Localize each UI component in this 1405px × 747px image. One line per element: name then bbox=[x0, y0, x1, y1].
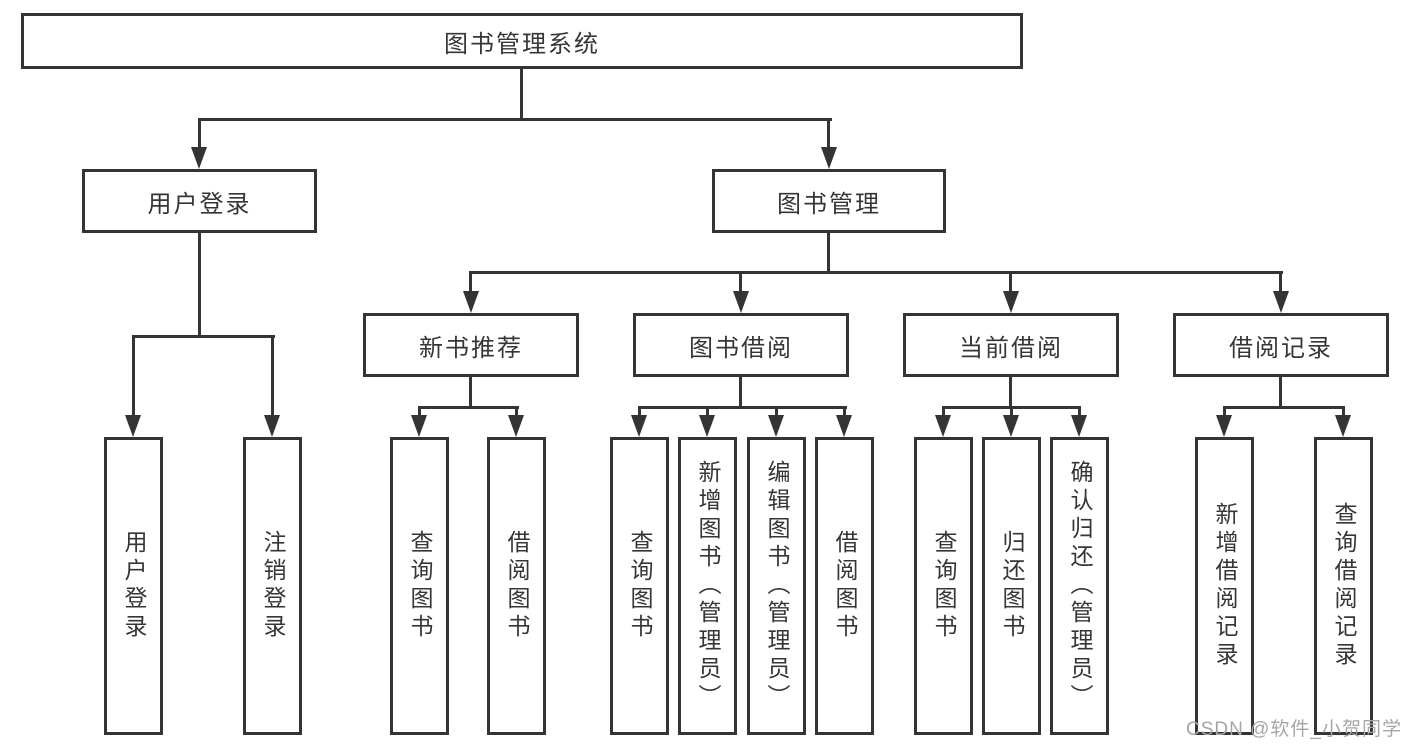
arrowhead-down bbox=[1273, 291, 1289, 313]
connector-line bbox=[739, 377, 742, 409]
arrowhead-down bbox=[264, 415, 280, 437]
connector-line bbox=[1078, 406, 1081, 418]
connector-line bbox=[515, 406, 518, 418]
connector-line bbox=[1223, 406, 1345, 409]
arrowhead-down bbox=[631, 415, 647, 437]
arrowhead-down bbox=[836, 415, 852, 437]
arrowhead-down bbox=[1003, 415, 1019, 437]
connector-line bbox=[1010, 406, 1013, 418]
arrowhead-down bbox=[1335, 415, 1351, 437]
arrowhead-down bbox=[191, 147, 207, 169]
leaf-query-books-borrowing: 查询图书 bbox=[610, 437, 669, 735]
connector-line bbox=[271, 335, 274, 418]
connector-line bbox=[132, 335, 135, 418]
connector-line bbox=[469, 271, 472, 293]
leaf-add-book-admin: 新增图书（管理员） bbox=[678, 437, 737, 735]
leaf-label: 查询图书 bbox=[627, 530, 653, 642]
arrowhead-down bbox=[733, 291, 749, 313]
connector-line bbox=[638, 406, 641, 418]
leaf-label: 注销登录 bbox=[260, 530, 286, 642]
connector-line bbox=[739, 271, 742, 293]
connector-line bbox=[827, 118, 830, 150]
connector-line bbox=[827, 233, 830, 274]
connector-line bbox=[775, 406, 778, 418]
leaf-label: 借阅图书 bbox=[832, 530, 858, 642]
leaf-edit-book-admin: 编辑图书（管理员） bbox=[747, 437, 806, 735]
connector-line bbox=[1342, 406, 1345, 418]
connector-line bbox=[843, 406, 846, 418]
connector-line bbox=[1279, 377, 1282, 409]
arrowhead-down bbox=[935, 415, 951, 437]
watermark-text: CSDN @软件_小贺同学 bbox=[1186, 719, 1402, 740]
leaf-label: 编辑图书（管理员） bbox=[764, 460, 790, 712]
connector-line bbox=[198, 118, 201, 150]
arrowhead-down bbox=[1003, 291, 1019, 313]
connector-line bbox=[418, 406, 519, 409]
leaf-label: 确认归还（管理员） bbox=[1067, 460, 1093, 712]
arrowhead-down bbox=[411, 415, 427, 437]
leaf-label: 新增图书（管理员） bbox=[695, 460, 721, 712]
node-current-borrowing: 当前借阅 bbox=[903, 313, 1119, 377]
arrowhead-down bbox=[1216, 415, 1232, 437]
connector-line bbox=[1223, 406, 1226, 418]
arrowhead-down bbox=[821, 147, 837, 169]
arrowhead-down bbox=[508, 415, 524, 437]
leaf-label: 查询图书 bbox=[407, 530, 433, 642]
leaf-label: 借阅图书 bbox=[504, 530, 530, 642]
arrowhead-down bbox=[463, 291, 479, 313]
leaf-query-borrow-record: 查询借阅记录 bbox=[1314, 437, 1373, 735]
connector-line bbox=[1009, 271, 1012, 293]
leaf-logout-login: 注销登录 bbox=[243, 437, 302, 735]
leaf-label: 新增借阅记录 bbox=[1212, 502, 1238, 670]
connector-line bbox=[198, 118, 832, 121]
leaf-borrow-books-recommend: 借阅图书 bbox=[487, 437, 546, 735]
leaf-label: 查询借阅记录 bbox=[1331, 502, 1357, 670]
connector-line bbox=[1009, 377, 1012, 409]
node-new-book-recommendation: 新书推荐 bbox=[363, 313, 579, 377]
node-book-borrowing: 图书借阅 bbox=[633, 313, 849, 377]
leaf-label: 归还图书 bbox=[999, 530, 1025, 642]
connector-line bbox=[1279, 271, 1282, 293]
leaf-label: 查询图书 bbox=[931, 530, 957, 642]
leaf-user-login: 用户登录 bbox=[104, 437, 163, 735]
leaf-add-borrow-record: 新增借阅记录 bbox=[1195, 437, 1254, 735]
connector-line bbox=[469, 271, 1283, 274]
leaf-query-books-current: 查询图书 bbox=[914, 437, 973, 735]
connector-line bbox=[942, 406, 945, 418]
connector-line bbox=[132, 335, 275, 338]
connector-line bbox=[198, 233, 201, 338]
leaf-label: 用户登录 bbox=[121, 530, 147, 642]
leaf-return-books: 归还图书 bbox=[982, 437, 1041, 735]
connector-line bbox=[706, 406, 709, 418]
arrowhead-down bbox=[768, 415, 784, 437]
node-book-management: 图书管理 bbox=[712, 169, 946, 233]
arrowhead-down bbox=[125, 415, 141, 437]
leaf-borrow-books: 借阅图书 bbox=[815, 437, 874, 735]
node-user-login: 用户登录 bbox=[82, 169, 317, 233]
node-borrowing-records: 借阅记录 bbox=[1173, 313, 1389, 377]
node-root: 图书管理系统 bbox=[21, 13, 1023, 69]
connector-line bbox=[520, 69, 523, 121]
arrowhead-down bbox=[1071, 415, 1087, 437]
connector-line bbox=[418, 406, 421, 418]
connector-line bbox=[638, 406, 847, 409]
arrowhead-down bbox=[699, 415, 715, 437]
connector-line bbox=[469, 377, 472, 409]
leaf-confirm-return-admin: 确认归还（管理员） bbox=[1050, 437, 1109, 735]
leaf-query-books-recommend: 查询图书 bbox=[390, 437, 449, 735]
